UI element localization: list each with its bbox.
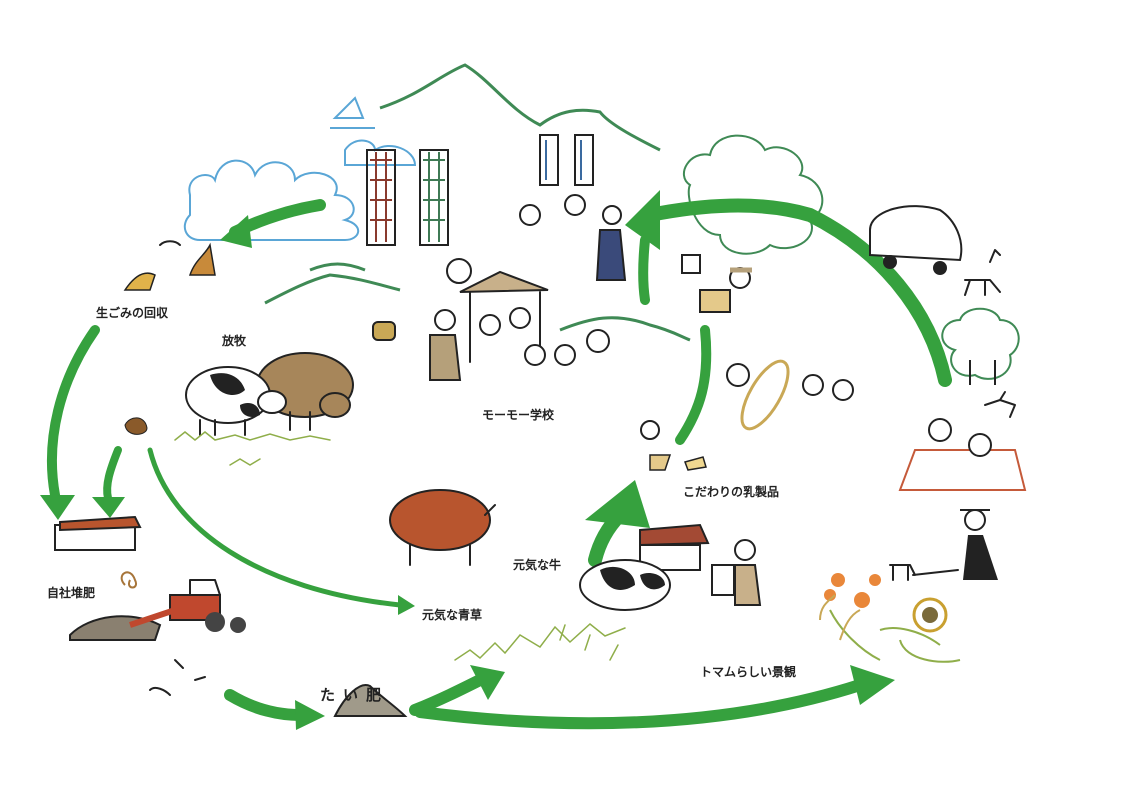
landscape-illustration bbox=[819, 509, 998, 663]
compost-illustration bbox=[54, 515, 408, 717]
grazing-cows bbox=[124, 352, 354, 466]
label-grazing: 放牧 bbox=[221, 333, 247, 348]
label-compost-inhouse: 自社堆肥 bbox=[47, 585, 95, 600]
trees bbox=[683, 134, 1020, 385]
cows-illustration bbox=[389, 489, 762, 661]
label-moomoo-school: モーモー学校 bbox=[482, 407, 555, 422]
moomoo-school-illustration bbox=[372, 194, 627, 381]
label-food-waste: 生ごみの回収 bbox=[96, 305, 169, 320]
towers bbox=[366, 134, 594, 246]
cycle-arrows bbox=[40, 190, 952, 730]
food-waste-illustration bbox=[123, 240, 216, 291]
mountains bbox=[264, 63, 691, 342]
label-grass: 元気な青草 bbox=[422, 607, 482, 622]
picnic-illustration bbox=[869, 205, 1027, 491]
label-landscape: トマムらしい景観 bbox=[700, 664, 796, 679]
label-cows: 元気な牛 bbox=[513, 557, 561, 572]
label-compost: たい肥 bbox=[320, 686, 389, 704]
clouds bbox=[183, 96, 417, 241]
label-dairy: こだわりの乳製品 bbox=[683, 484, 779, 499]
dairy-illustration bbox=[640, 254, 854, 471]
